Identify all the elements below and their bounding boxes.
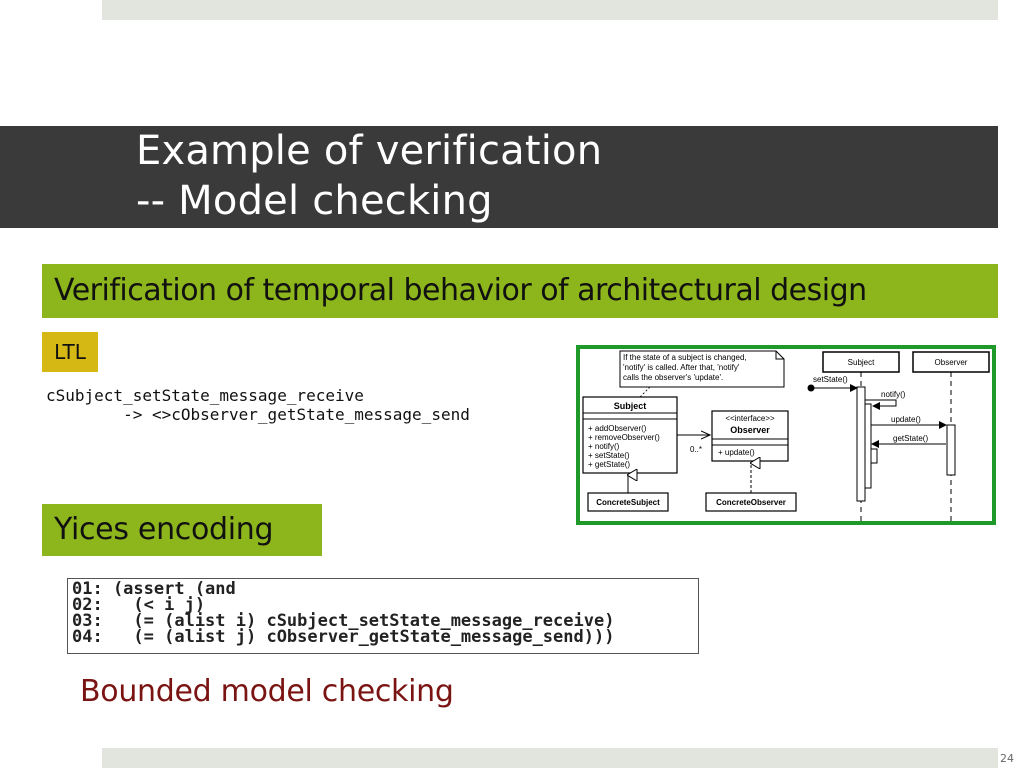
- observer-interface: <<interface>> Observer + update(): [711, 410, 789, 462]
- page-number: 24: [1000, 752, 1014, 765]
- title-line-1: Example of verification: [136, 128, 603, 174]
- observer-op: + update(): [718, 448, 755, 457]
- yices-label: Yices encoding: [42, 504, 322, 556]
- msg-notify: notify(): [881, 390, 906, 399]
- yices-code-box: 01: (assert (and 02: (< i j) 03: (= (ali…: [67, 578, 699, 654]
- subject-class: Subject + addObserver() + removeObserver…: [582, 396, 678, 474]
- bounded-model-checking-label: Bounded model checking: [80, 674, 454, 709]
- subject-op-1: + addObserver(): [588, 424, 647, 433]
- sequence-diagram: Subject Observer setState() notify() upd…: [807, 351, 990, 521]
- subject-op-2: + removeObserver(): [588, 433, 660, 442]
- note-box: If the state of a subject is changed, 'n…: [619, 350, 785, 388]
- subject-class-name: Subject: [614, 401, 647, 411]
- yices-code: 01: (assert (and 02: (< i j) 03: (= (ali…: [72, 579, 615, 647]
- concrete-observer-class: ConcreteObserver: [705, 492, 797, 512]
- uml-diagram: If the state of a subject is changed, 'n…: [576, 345, 996, 525]
- msg-update: update(): [891, 415, 921, 424]
- concrete-subject-name: ConcreteSubject: [596, 498, 660, 507]
- subtitle-banner: Verification of temporal behavior of arc…: [42, 264, 998, 318]
- observer-stereotype: <<interface>>: [725, 414, 775, 423]
- uml-diagram-svg: If the state of a subject is changed, 'n…: [582, 350, 990, 521]
- title-band: Example of verification -- Model checkin…: [0, 126, 998, 228]
- seq-subject-label: Subject: [848, 358, 875, 367]
- slide-title: Example of verification -- Model checkin…: [136, 126, 602, 226]
- concrete-observer-name: ConcreteObserver: [716, 498, 786, 507]
- note-text-3: calls the observer's 'update'.: [623, 373, 723, 382]
- msg-setstate: setState(): [813, 375, 848, 384]
- ltl-label: LTL: [42, 332, 98, 372]
- concrete-subject-class: ConcreteSubject: [587, 492, 669, 512]
- msg-getstate: getState(): [893, 434, 928, 443]
- note-text-1: If the state of a subject is changed,: [623, 353, 747, 362]
- top-decor-bar: [102, 0, 998, 20]
- subject-op-4: + setState(): [588, 451, 630, 460]
- subject-op-3: + notify(): [588, 442, 620, 451]
- title-line-2: -- Model checking: [136, 178, 493, 224]
- subject-op-5: + getState(): [588, 460, 630, 469]
- seq-observer-label: Observer: [935, 358, 968, 367]
- note-text-2: 'notify' is called. After that, 'notify': [623, 363, 740, 372]
- ltl-formula: cSubject_setState_message_receive -> <>c…: [46, 386, 470, 424]
- multiplicity-label: 0..*: [690, 445, 702, 454]
- bottom-decor-bar: [102, 748, 998, 768]
- observer-class-name: Observer: [730, 425, 770, 435]
